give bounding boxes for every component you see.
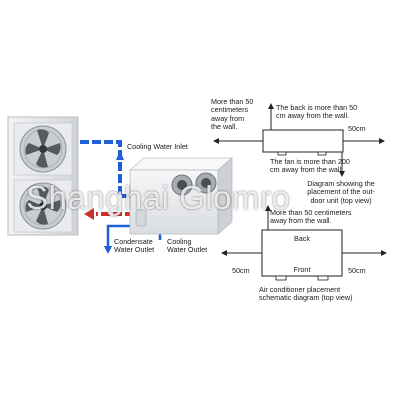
side-view-unit	[262, 129, 344, 153]
condensate-pipe	[104, 224, 135, 254]
cooling-water-pipe	[80, 140, 132, 198]
outdoor-unit	[7, 116, 79, 236]
back-label: Back	[294, 234, 310, 243]
hot-water-pipe	[84, 208, 134, 220]
condensate-water-outlet-label: Condensate Water Outlet	[114, 237, 155, 255]
cooling-water-outlet-label: Cooling Water Outlet	[167, 237, 208, 255]
placement-left-distance-label: 50cm	[232, 266, 250, 275]
fan-icon	[19, 125, 67, 173]
front-label: Front	[293, 265, 311, 274]
placement-view-caption: Air conditioner placement schematic diag…	[259, 285, 353, 303]
placement-view-diagram	[221, 205, 387, 281]
side-view-caption: Diagram showing the placement of the out…	[307, 179, 375, 205]
back-distance-note: The back is more than 50 cm away from th…	[276, 103, 358, 121]
fan-distance-note: The fan is more than 200 cm away from th…	[270, 157, 350, 175]
placement-right-distance-label: 50cm	[348, 266, 366, 275]
side-view-diagram	[213, 103, 385, 177]
placement-top-note: More than 50 centimeters away from the w…	[270, 208, 352, 226]
cooling-water-inlet-label: Cooling Water Inlet	[127, 142, 188, 151]
fan-icon	[19, 182, 67, 230]
right-distance-label: 50cm	[348, 124, 366, 133]
top-left-distance-note: More than 50 centimeters away from the w…	[211, 97, 254, 132]
indoor-unit	[128, 157, 234, 235]
watermark: Shanghai Glomro	[26, 179, 291, 216]
